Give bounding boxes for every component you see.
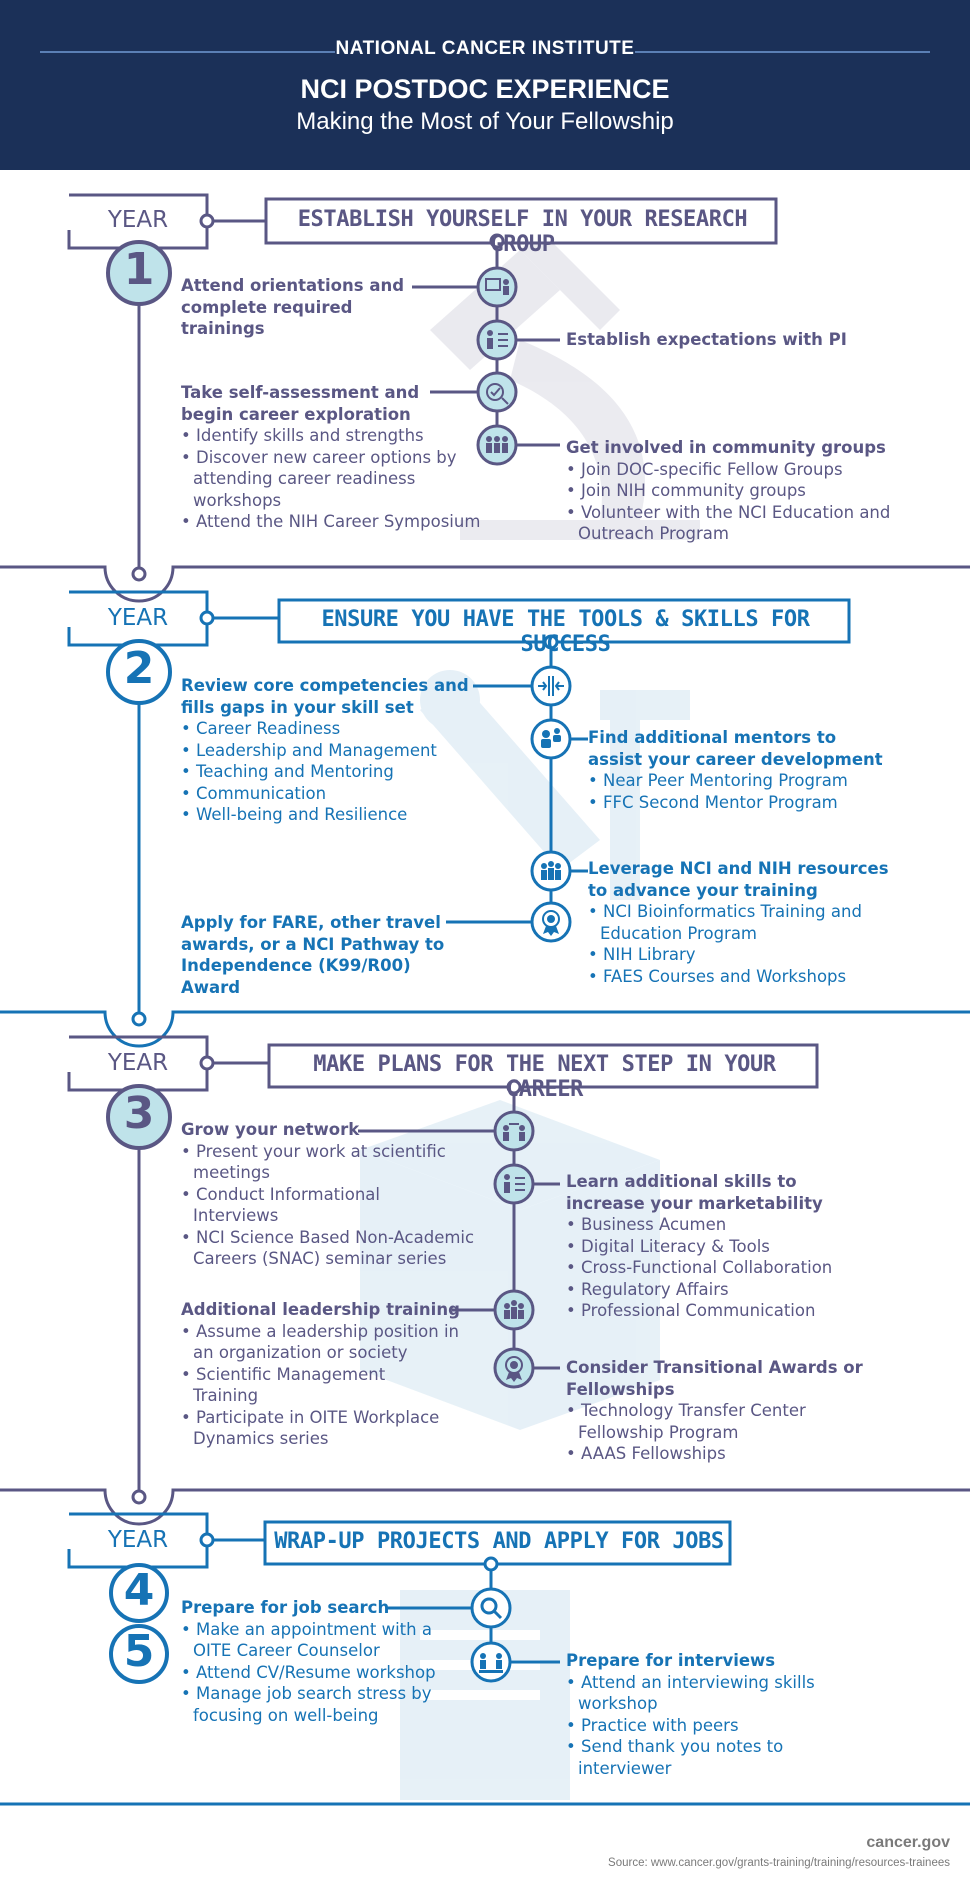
year-number-4: 4	[123, 1565, 155, 1616]
header-rule-right	[635, 51, 930, 53]
task-leadership: Additional leadership training Assume a …	[181, 1299, 481, 1450]
checklist-person-icon	[476, 319, 518, 361]
task-item: Conduct Informational Interviews	[181, 1184, 423, 1227]
section-banner-2: ENSURE YOU HAVE THE TOOLS & SKILLS FOR S…	[321, 607, 810, 657]
task-heading: Review core competencies and fills gaps …	[181, 676, 469, 717]
task-heading: Prepare for interviews	[566, 1651, 776, 1670]
task-item: Teaching and Mentoring	[181, 761, 476, 783]
task-mentors: Find additional mentors to assist your c…	[588, 727, 918, 813]
task-item: Business Acumen	[566, 1214, 896, 1236]
task-item: Discover new career options by attending…	[181, 447, 483, 512]
footer-source: Source: www.cancer.gov/grants-training/t…	[608, 1857, 950, 1869]
task-resources: Leverage NCI and NIH resources to advanc…	[588, 858, 918, 987]
task-item: Digital Literacy & Tools	[566, 1236, 896, 1258]
task-item: Present your work at scientific meetings	[181, 1141, 471, 1184]
task-item: NIH Library	[588, 944, 918, 966]
task-item: Communication	[181, 783, 476, 805]
task-item: Regulatory Affairs	[566, 1279, 896, 1301]
footer-site-link[interactable]: cancer.gov	[866, 1834, 950, 1851]
task-item: Technology Transfer Center Fellowship Pr…	[566, 1400, 868, 1443]
task-item: Practice with peers	[566, 1715, 866, 1737]
section-banner-1: ESTABLISH YOURSELF IN YOUR RESEARCH GROU…	[297, 207, 748, 257]
task-heading: Additional leadership training	[181, 1300, 460, 1319]
task-item: Career Readiness	[181, 718, 476, 740]
task-heading: Establish expectations with PI	[566, 330, 847, 349]
task-job-search: Prepare for job search Make an appointme…	[181, 1597, 471, 1726]
gap-arrows-icon	[530, 665, 572, 707]
presentation-icon	[476, 266, 518, 308]
task-item: Identify skills and strengths	[181, 425, 481, 447]
task-network: Grow your network Present your work at s…	[181, 1119, 474, 1270]
task-item: Manage job search stress by focusing on …	[181, 1683, 463, 1726]
task-item: Leadership and Management	[181, 740, 476, 762]
mentor-icon	[530, 718, 572, 760]
task-item: Attend an interviewing skills workshop	[566, 1672, 848, 1715]
year-label-4-5: YEAR	[107, 1527, 169, 1553]
year-number-5: 5	[123, 1626, 155, 1677]
year-number-1: 1	[123, 244, 155, 295]
task-item: Attend CV/Resume workshop	[181, 1662, 471, 1684]
self-assessment-icon	[476, 371, 518, 413]
task-heading: Take self-assessment and begin career ex…	[181, 383, 420, 424]
task-item: Participate in OITE Workplace Dynamics s…	[181, 1407, 478, 1450]
community-group-icon	[476, 424, 518, 466]
task-heading: Grow your network	[181, 1120, 360, 1139]
task-heading: Prepare for job search	[181, 1598, 390, 1617]
task-heading: Apply for FARE, other travel awards, or …	[181, 913, 445, 997]
task-item: FFC Second Mentor Program	[588, 792, 918, 814]
task-item: NCI Science Based Non-Academic Careers (…	[181, 1227, 483, 1270]
year-label-3: YEAR	[107, 1050, 169, 1076]
task-interviews: Prepare for interviews Attend an intervi…	[566, 1650, 866, 1779]
job-search-icon	[470, 1587, 512, 1629]
task-item: Volunteer with the NCI Education and Out…	[566, 502, 928, 545]
task-core-competencies: Review core competencies and fills gaps …	[181, 675, 476, 826]
task-item: Well-being and Resilience	[181, 804, 476, 826]
task-heading: Learn additional skills to increase your…	[566, 1172, 823, 1213]
header-banner: NATIONAL CANCER INSTITUTE NCI POSTDOC EX…	[0, 0, 970, 170]
task-item: Near Peer Mentoring Program	[588, 770, 918, 792]
task-item: Cross-Functional Collaboration	[566, 1257, 896, 1279]
task-item: Make an appointment with a OITE Career C…	[181, 1619, 468, 1662]
interview-icon	[470, 1641, 512, 1683]
section-banner-3: MAKE PLANS FOR THE NEXT STEP IN YOUR CAR…	[313, 1052, 776, 1102]
task-heading: Consider Transitional Awards or Fellowsh…	[566, 1358, 863, 1399]
task-heading: Leverage NCI and NIH resources to advanc…	[588, 859, 889, 900]
task-community-groups: Get involved in community groups Join DO…	[566, 437, 928, 545]
year-label-2: YEAR	[107, 605, 169, 631]
task-orientations: Attend orientations and complete require…	[181, 275, 421, 340]
task-awards: Apply for FARE, other travel awards, or …	[181, 912, 471, 998]
task-item: Assume a leadership position in an organ…	[181, 1321, 473, 1364]
task-item: Professional Communication	[566, 1300, 896, 1322]
year-number-3: 3	[123, 1088, 155, 1139]
page-subtitle: Making the Most of Your Fellowship	[296, 108, 674, 135]
team-resources-icon	[530, 850, 572, 892]
task-item: Scientific Management Training	[181, 1364, 423, 1407]
task-item: Attend the NIH Career Symposium	[181, 511, 481, 533]
task-marketability: Learn additional skills to increase your…	[566, 1171, 896, 1322]
section-banner-4: WRAP-UP PROJECTS AND APPLY FOR JOBS	[274, 1529, 724, 1554]
task-item: Join NIH community groups	[566, 480, 928, 502]
page-title: NCI POSTDOC EXPERIENCE	[300, 74, 670, 104]
task-transitional-awards: Consider Transitional Awards or Fellowsh…	[566, 1357, 896, 1465]
year-number-2: 2	[123, 643, 155, 694]
network-icon	[493, 1110, 535, 1152]
task-pi-expectations: Establish expectations with PI	[566, 329, 926, 351]
task-item: AAAS Fellowships	[566, 1443, 896, 1465]
task-heading: Get involved in community groups	[566, 438, 886, 457]
transitional-award-icon	[493, 1347, 535, 1389]
task-item: Join DOC-specific Fellow Groups	[566, 459, 928, 481]
header-rule-left	[40, 51, 335, 53]
task-heading: Find additional mentors to assist your c…	[588, 728, 883, 769]
skills-checklist-icon	[493, 1163, 535, 1205]
org-name: NATIONAL CANCER INSTITUTE	[335, 38, 635, 59]
task-item: Send thank you notes to interviewer	[566, 1736, 818, 1779]
task-item: FAES Courses and Workshops	[588, 966, 918, 988]
task-self-assessment: Take self-assessment and begin career ex…	[181, 382, 481, 533]
task-item: NCI Bioinformatics Training and Educatio…	[588, 901, 900, 944]
task-heading: Attend orientations and complete require…	[181, 276, 405, 338]
award-medal-icon	[530, 901, 572, 943]
year-label-1: YEAR	[107, 207, 169, 233]
leadership-icon	[493, 1289, 535, 1331]
